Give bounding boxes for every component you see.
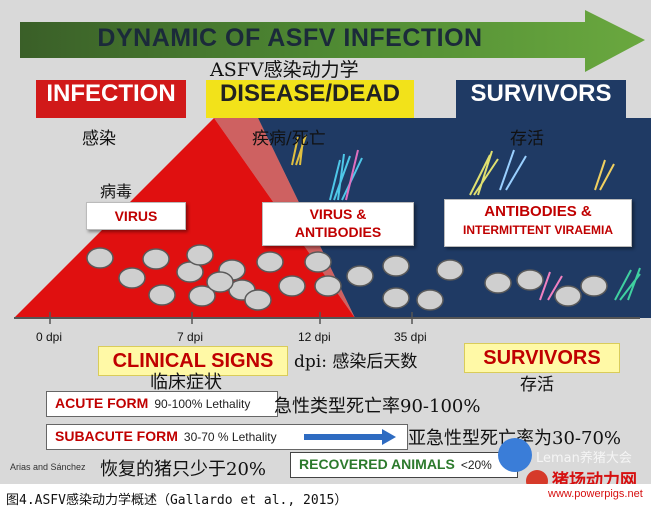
virus-particles: [86, 244, 608, 311]
recovered-cn: 恢复的猪只少于20%: [100, 459, 267, 480]
acute-form-lethality: 90-100% Lethality: [154, 397, 251, 411]
acute-form-name: ACUTE FORM: [55, 395, 149, 411]
clinical-signs-box: CLINICAL SIGNS: [98, 346, 288, 376]
tick-7dpi: 7 dpi: [177, 330, 204, 344]
subacute-arrow: [304, 429, 396, 445]
dpi-note: dpi: 感染后天数: [294, 352, 418, 372]
survivors-box-cn: 存活: [520, 375, 554, 395]
diagram-title-cn: ASFV感染动力学: [210, 59, 359, 81]
survivors-box: SURVIVORS: [464, 343, 620, 373]
tick-35dpi: 35 dpi: [394, 330, 427, 344]
antibodies-viraemia-label: ANTIBODIES & INTERMITTENT VIRAEMIA: [444, 199, 632, 247]
virus-cn-label: 病毒: [100, 182, 133, 201]
acute-form-box: ACUTE FORM 90-100% Lethality: [46, 391, 278, 417]
watermark-brand: 猪场动力网: [552, 471, 637, 484]
virus-antibodies-line2: ANTIBODIES: [294, 224, 382, 240]
clinical-signs-cn: 临床症状: [150, 372, 222, 393]
header-infection: INFECTION: [36, 80, 186, 118]
brand-logo-icon: [526, 470, 548, 484]
wechat-icon: [498, 438, 532, 472]
credit: Arias and Sánchez: [10, 462, 86, 472]
header-disease-dead: DISEASE/DEAD: [206, 80, 414, 118]
virus-antibodies-label: VIRUS & ANTIBODIES: [262, 202, 414, 246]
diagram-title: DYNAMIC OF ASFV INFECTION: [97, 24, 483, 52]
figure-caption: 图4.ASFV感染动力学概述（Gallardo et al., 2015）: [6, 493, 348, 508]
virus-antibodies-line1: VIRUS &: [309, 206, 367, 222]
recovered-pct: <20%: [460, 458, 492, 472]
subacute-form-name: SUBACUTE FORM: [55, 428, 178, 444]
recovered-box: RECOVERED ANIMALS <20%: [290, 452, 518, 478]
timeline-arrow: [20, 10, 645, 72]
tick-0dpi: 0 dpi: [36, 330, 63, 344]
acute-form-cn: 急性类型死亡率90-100%: [274, 396, 481, 417]
antibody-marks: [291, 134, 641, 301]
header-survivors-cn: 存活: [510, 129, 544, 149]
header-survivors: SURVIVORS: [456, 80, 626, 118]
subacute-form-lethality: 30-70 % Lethality: [183, 430, 277, 444]
watermark-url: www.powerpigs.net: [548, 488, 643, 500]
watermark-text: Leman养猪大会: [536, 451, 632, 466]
phase-graphic: [14, 118, 651, 324]
header-infection-cn: 感染: [82, 129, 116, 149]
antibodies-line2: INTERMITTENT VIRAEMIA: [463, 223, 613, 237]
figure-panel: DYNAMIC OF ASFV INFECTION ASFV感染动力学: [0, 0, 651, 484]
tick-12dpi: 12 dpi: [298, 330, 331, 344]
header-disease-cn: 疾病/死亡: [252, 129, 326, 149]
antibodies-line1: ANTIBODIES &: [484, 203, 592, 220]
virus-label: VIRUS: [86, 202, 186, 230]
recovered-name: RECOVERED ANIMALS: [299, 456, 455, 472]
